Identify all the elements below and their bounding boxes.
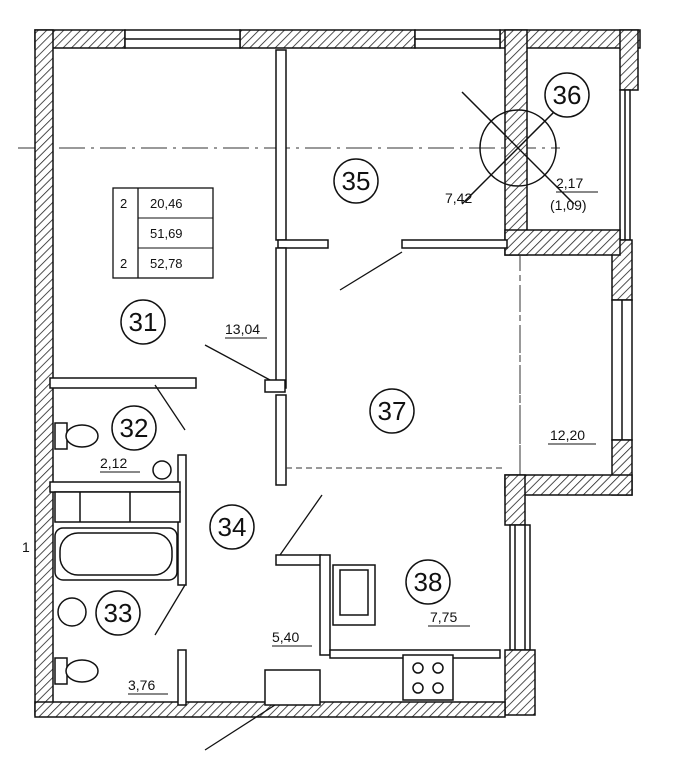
room-label-31: 31 (129, 307, 158, 337)
bathroom-fixtures (54, 422, 454, 701)
room-label-36: 36 (553, 80, 582, 110)
room-boundaries (286, 255, 521, 475)
area-labels: 13,04 2,12 3,76 5,40 7,42 2,17 (1,09) 12… (100, 175, 598, 695)
area-38: 7,75 (430, 609, 457, 625)
area-31: 13,04 (225, 321, 260, 337)
axis-mark: 1 (22, 539, 30, 555)
room-label-35: 35 (342, 166, 371, 196)
sink-icon (152, 460, 172, 480)
room-label-37: 37 (378, 396, 407, 426)
room-label-38: 38 (414, 567, 443, 597)
summary-table: 2 20,46 51,69 2 52,78 (112, 187, 214, 279)
room-markers (95, 72, 590, 636)
door-swings (154, 251, 403, 751)
interior-walls (49, 49, 508, 706)
toilet-bowl-icon (65, 659, 99, 683)
area-32: 2,12 (100, 455, 127, 471)
area-36-alt: (1,09) (550, 197, 587, 213)
stove-icon (402, 654, 454, 701)
room-label-33: 33 (104, 598, 133, 628)
table-rooms-3: 2 (120, 256, 127, 271)
room-label-32: 32 (120, 413, 149, 443)
area-35: 7,42 (445, 190, 472, 206)
room-labels: 31 32 33 34 35 36 37 38 (104, 80, 582, 628)
washbasin-icon (57, 597, 87, 627)
table-value-2: 51,69 (150, 226, 183, 241)
toilet-tank-icon (54, 657, 68, 685)
table-value-3: 52,78 (150, 256, 183, 271)
area-34: 5,40 (272, 629, 299, 645)
toilet-bowl-icon (65, 424, 99, 448)
toilet-tank-icon (54, 422, 68, 450)
exterior-walls (34, 29, 641, 718)
area-36: 2,17 (556, 175, 583, 191)
table-rooms-1: 2 (120, 196, 127, 211)
area-33: 3,76 (128, 677, 155, 693)
area-37: 12,20 (550, 427, 585, 443)
room-label-34: 34 (218, 512, 247, 542)
table-value-1: 20,46 (150, 196, 183, 211)
